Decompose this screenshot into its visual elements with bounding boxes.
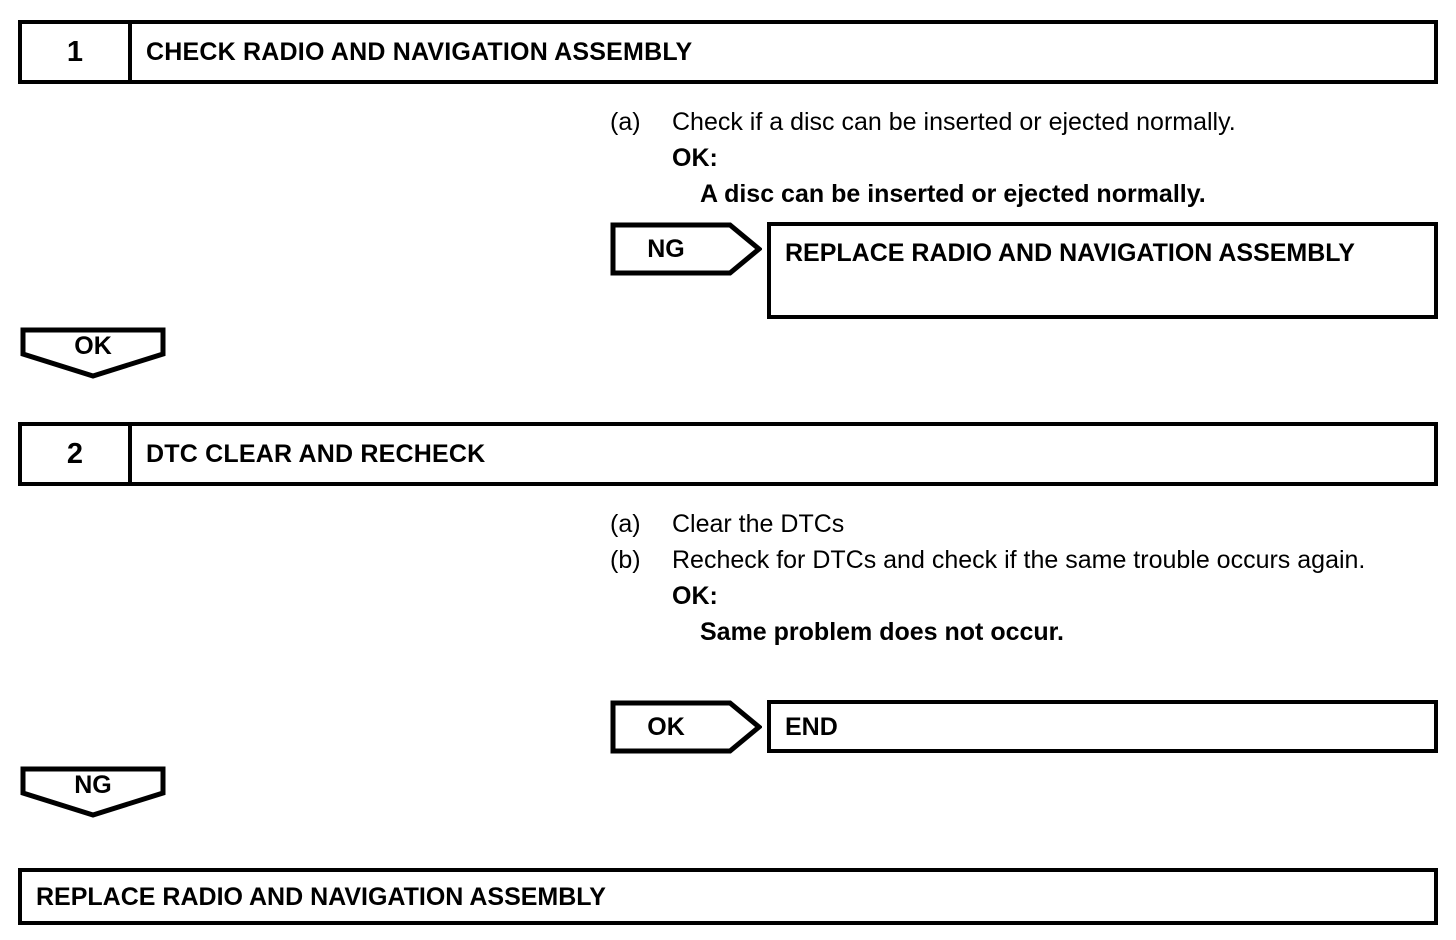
step-2-header: 2 DTC CLEAR AND RECHECK [18, 422, 1438, 486]
step-1-header: 1 CHECK RADIO AND NAVIGATION ASSEMBLY [18, 20, 1438, 84]
step-1-ok-pentagon-label: OK [74, 331, 112, 360]
step-2-ok-arrow-label: OK [647, 712, 685, 741]
step-1-procedure-block: (a) Check if a disc can be inserted or e… [610, 104, 1440, 212]
step-2-end-box: END [767, 700, 1438, 753]
step-1-procedure-label-a: (a) [610, 108, 641, 136]
step-2-ng-pentagon: NG [20, 766, 166, 818]
step-2-end-text: END [785, 712, 838, 741]
step-2-procedure-text-b: Recheck for DTCs and check if the same t… [672, 546, 1366, 574]
step-2-procedure-item: (b) Recheck for DTCs and check if the sa… [610, 542, 1440, 578]
step-1-ng-action-box: REPLACE RADIO AND NAVIGATION ASSEMBLY [767, 222, 1438, 319]
step-1-ok-result: A disc can be inserted or ejected normal… [700, 180, 1206, 208]
step-1-title: CHECK RADIO AND NAVIGATION ASSEMBLY [146, 37, 693, 66]
step-2-ok-label: OK: [672, 582, 718, 610]
step-1-ok-label: OK: [672, 144, 718, 172]
step-1-procedure-text-a: Check if a disc can be inserted or eject… [672, 108, 1236, 136]
step-2-procedure-item: (a) Clear the DTCs [610, 506, 1440, 542]
step-1-ng-action-text: REPLACE RADIO AND NAVIGATION ASSEMBLY [785, 239, 1355, 267]
step-1-number: 1 [22, 24, 132, 80]
final-action-text: REPLACE RADIO AND NAVIGATION ASSEMBLY [36, 882, 606, 911]
step-1-procedure-item: (a) Check if a disc can be inserted or e… [610, 104, 1440, 140]
step-1-ng-arrow-label: NG [647, 234, 685, 263]
step-2-ok-result: Same problem does not occur. [700, 618, 1064, 646]
step-2-procedure-block: (a) Clear the DTCs (b) Recheck for DTCs … [610, 506, 1440, 650]
step-2-number: 2 [22, 426, 132, 482]
step-2-ng-pentagon-label: NG [74, 770, 112, 799]
step-2-title: DTC CLEAR AND RECHECK [146, 439, 486, 468]
step-2-procedure-label-a: (a) [610, 510, 641, 538]
step-1-ng-arrow: NG [610, 222, 762, 276]
step-2-procedure-label-b: (b) [610, 546, 641, 574]
step-1-ok-pentagon: OK [20, 327, 166, 379]
step-2-ok-arrow: OK [610, 700, 762, 754]
final-action-box: REPLACE RADIO AND NAVIGATION ASSEMBLY [18, 868, 1438, 925]
step-2-procedure-text-a: Clear the DTCs [672, 510, 845, 538]
